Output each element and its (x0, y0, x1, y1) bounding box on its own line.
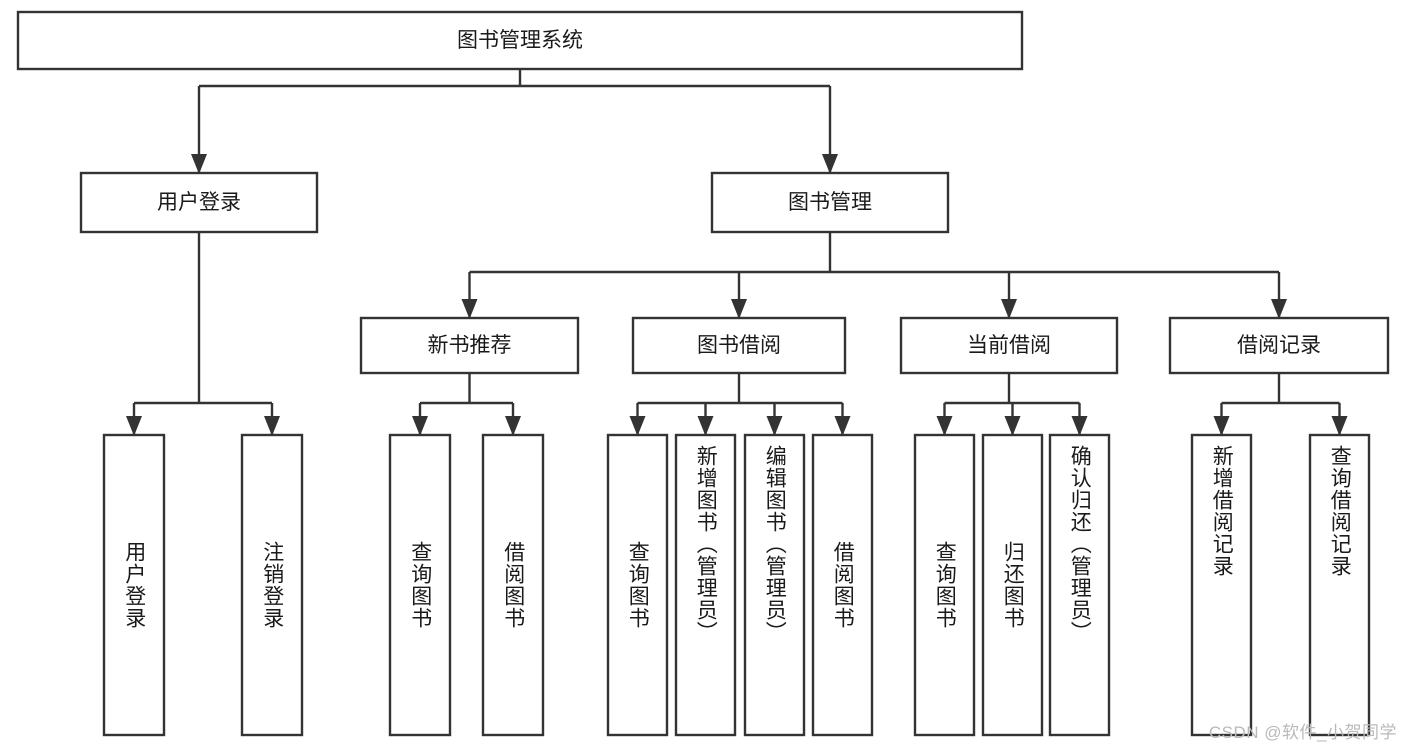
arrow-head-icon-user-login-do (126, 416, 142, 436)
arrow-head-icon-borrow-book-1 (505, 416, 521, 436)
arrow-head-icon-current-borrow (1001, 299, 1017, 319)
node-box-borrow-book-2[interactable] (811, 433, 874, 737)
node-label-book-manage: 图书管理 (788, 191, 872, 214)
node-box-book-borrow[interactable] (631, 316, 847, 375)
arrow-head-icon-confirm-return (1071, 416, 1088, 436)
arrow-head-icon-query-book-3 (936, 416, 953, 436)
arrow-head-icon-add-borrow-record (1213, 416, 1230, 436)
arrow-head-icon-return-book (1004, 416, 1021, 436)
node-box-layer (16, 10, 1390, 737)
node-box-query-book-1[interactable] (388, 433, 452, 737)
arrow-head-icon-user-logout (264, 416, 280, 436)
arrow-head-icon-book-borrow (731, 299, 747, 319)
node-box-user-login-do[interactable] (102, 433, 166, 737)
node-box-query-book-3[interactable] (913, 433, 976, 737)
arrow-head-icon-query-book-2 (629, 416, 646, 436)
arrow-head-icon-query-book-1 (412, 416, 428, 436)
node-box-query-book-2[interactable] (606, 433, 669, 737)
connector-layer (126, 69, 1348, 436)
node-box-borrow-record[interactable] (1168, 316, 1390, 375)
node-box-book-manage[interactable] (710, 171, 950, 234)
arrow-head-icon-user-login (191, 154, 207, 174)
node-label-borrow-record: 借阅记录 (1237, 334, 1321, 357)
arrow-head-icon-borrow-record (1271, 299, 1287, 319)
node-box-borrow-book-1[interactable] (481, 433, 545, 737)
arrow-head-icon-add-book (697, 416, 714, 436)
node-box-user-login[interactable] (79, 171, 319, 234)
node-box-root[interactable] (16, 10, 1024, 71)
node-box-return-book[interactable] (981, 433, 1044, 737)
node-box-edit-book[interactable] (743, 433, 806, 737)
arrow-head-icon-book-manage (822, 154, 838, 174)
node-label-book-borrow: 图书借阅 (697, 334, 781, 357)
node-label-user-login: 用户登录 (157, 191, 241, 214)
arrow-head-icon-query-borrow-record (1331, 416, 1348, 436)
node-box-current-borrow[interactable] (899, 316, 1119, 375)
node-box-add-book[interactable] (674, 433, 737, 737)
node-label-root: 图书管理系统 (457, 29, 583, 52)
arrow-head-icon-borrow-book-2 (834, 416, 851, 436)
node-box-user-logout[interactable] (240, 433, 304, 737)
csdn-watermark: CSDN @软件_小贺同学 (1208, 723, 1397, 742)
node-label-current-borrow: 当前借阅 (967, 334, 1051, 357)
node-box-query-borrow-record[interactable] (1308, 433, 1371, 737)
node-box-confirm-return[interactable] (1048, 433, 1111, 737)
node-box-new-book-recommend[interactable] (359, 316, 580, 375)
arrow-head-icon-new-book-recommend (461, 299, 478, 319)
node-label-new-book-recommend: 新书推荐 (428, 334, 512, 357)
node-box-add-borrow-record[interactable] (1190, 433, 1253, 737)
arrow-head-icon-edit-book (766, 416, 783, 436)
